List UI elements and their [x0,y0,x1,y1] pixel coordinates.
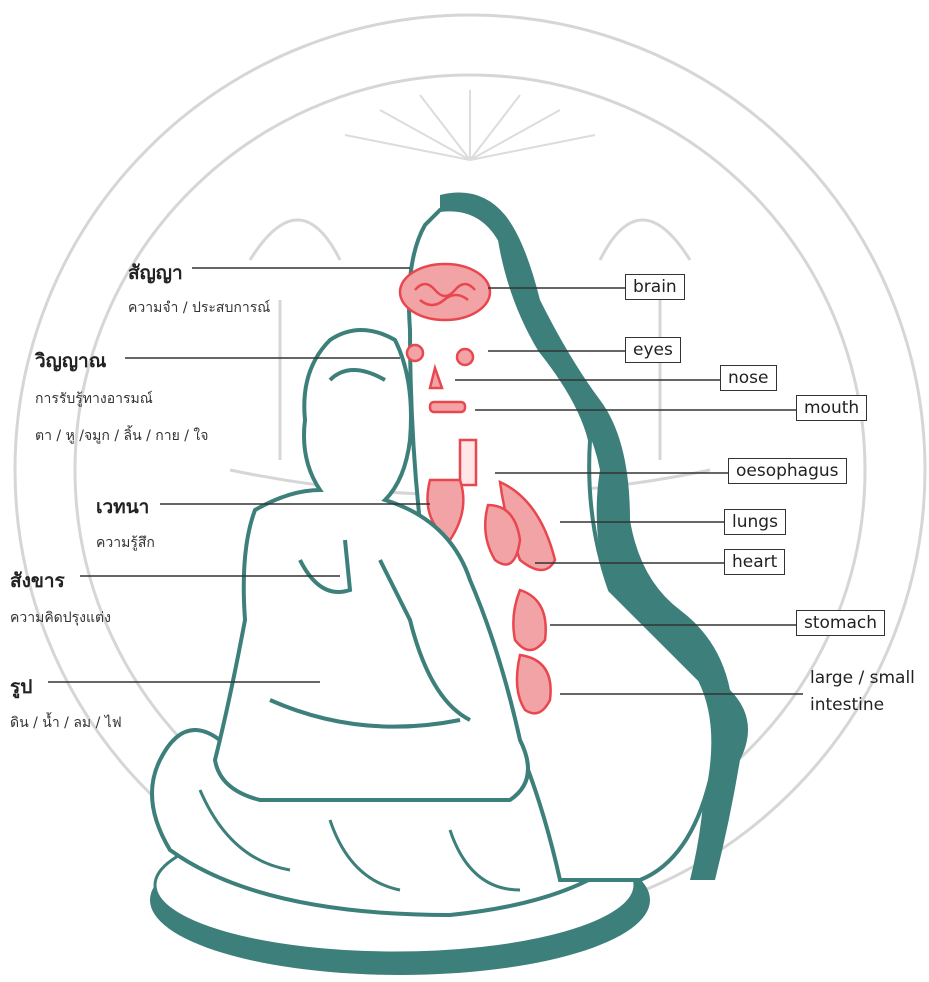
organ-label-intestine-line1: large / small [810,667,915,689]
label-wedana-sub: ความรู้สึก [96,532,155,554]
eye-right [457,349,473,365]
organ-label-stomach: stomach [796,610,885,636]
label-sanya-heading: สัญญา [128,258,183,288]
sunburst [345,90,595,160]
oesophagus-organ [460,440,476,485]
organ-label-mouth: mouth [796,395,867,421]
organ-label-heart: heart [724,549,785,575]
label-rup-sub: ดิน / น้ำ / ลม / ไฟ [10,712,122,734]
mouth-organ [430,402,465,412]
brain-organ [400,264,490,320]
label-sanya-sub: ความจำ / ประสบการณ์ [128,297,270,319]
label-winyan-heading: วิญญาณ [35,346,106,376]
organ-label-brain: brain [625,274,685,300]
organ-label-eyes: eyes [625,337,681,363]
organ-label-intestine-line2: intestine [810,694,884,716]
organ-label-nose: nose [720,365,777,391]
eye-left [407,345,423,361]
label-wedana-heading: เวทนา [96,492,149,522]
label-winyan-sub-1: การรับรู้ทางอารมณ์ [35,388,153,410]
label-sangkhan-heading: สังขาร [10,566,65,596]
label-winyan-sub-2: ตา / หู /จมูก / ลิ้น / กาย / ใจ [35,425,208,447]
label-sangkhan-sub: ความคิดปรุงแต่ง [10,607,111,629]
label-rup-heading: รูป [10,672,32,702]
organ-label-lungs: lungs [724,509,786,535]
organ-label-oesophagus: oesophagus [728,458,847,484]
